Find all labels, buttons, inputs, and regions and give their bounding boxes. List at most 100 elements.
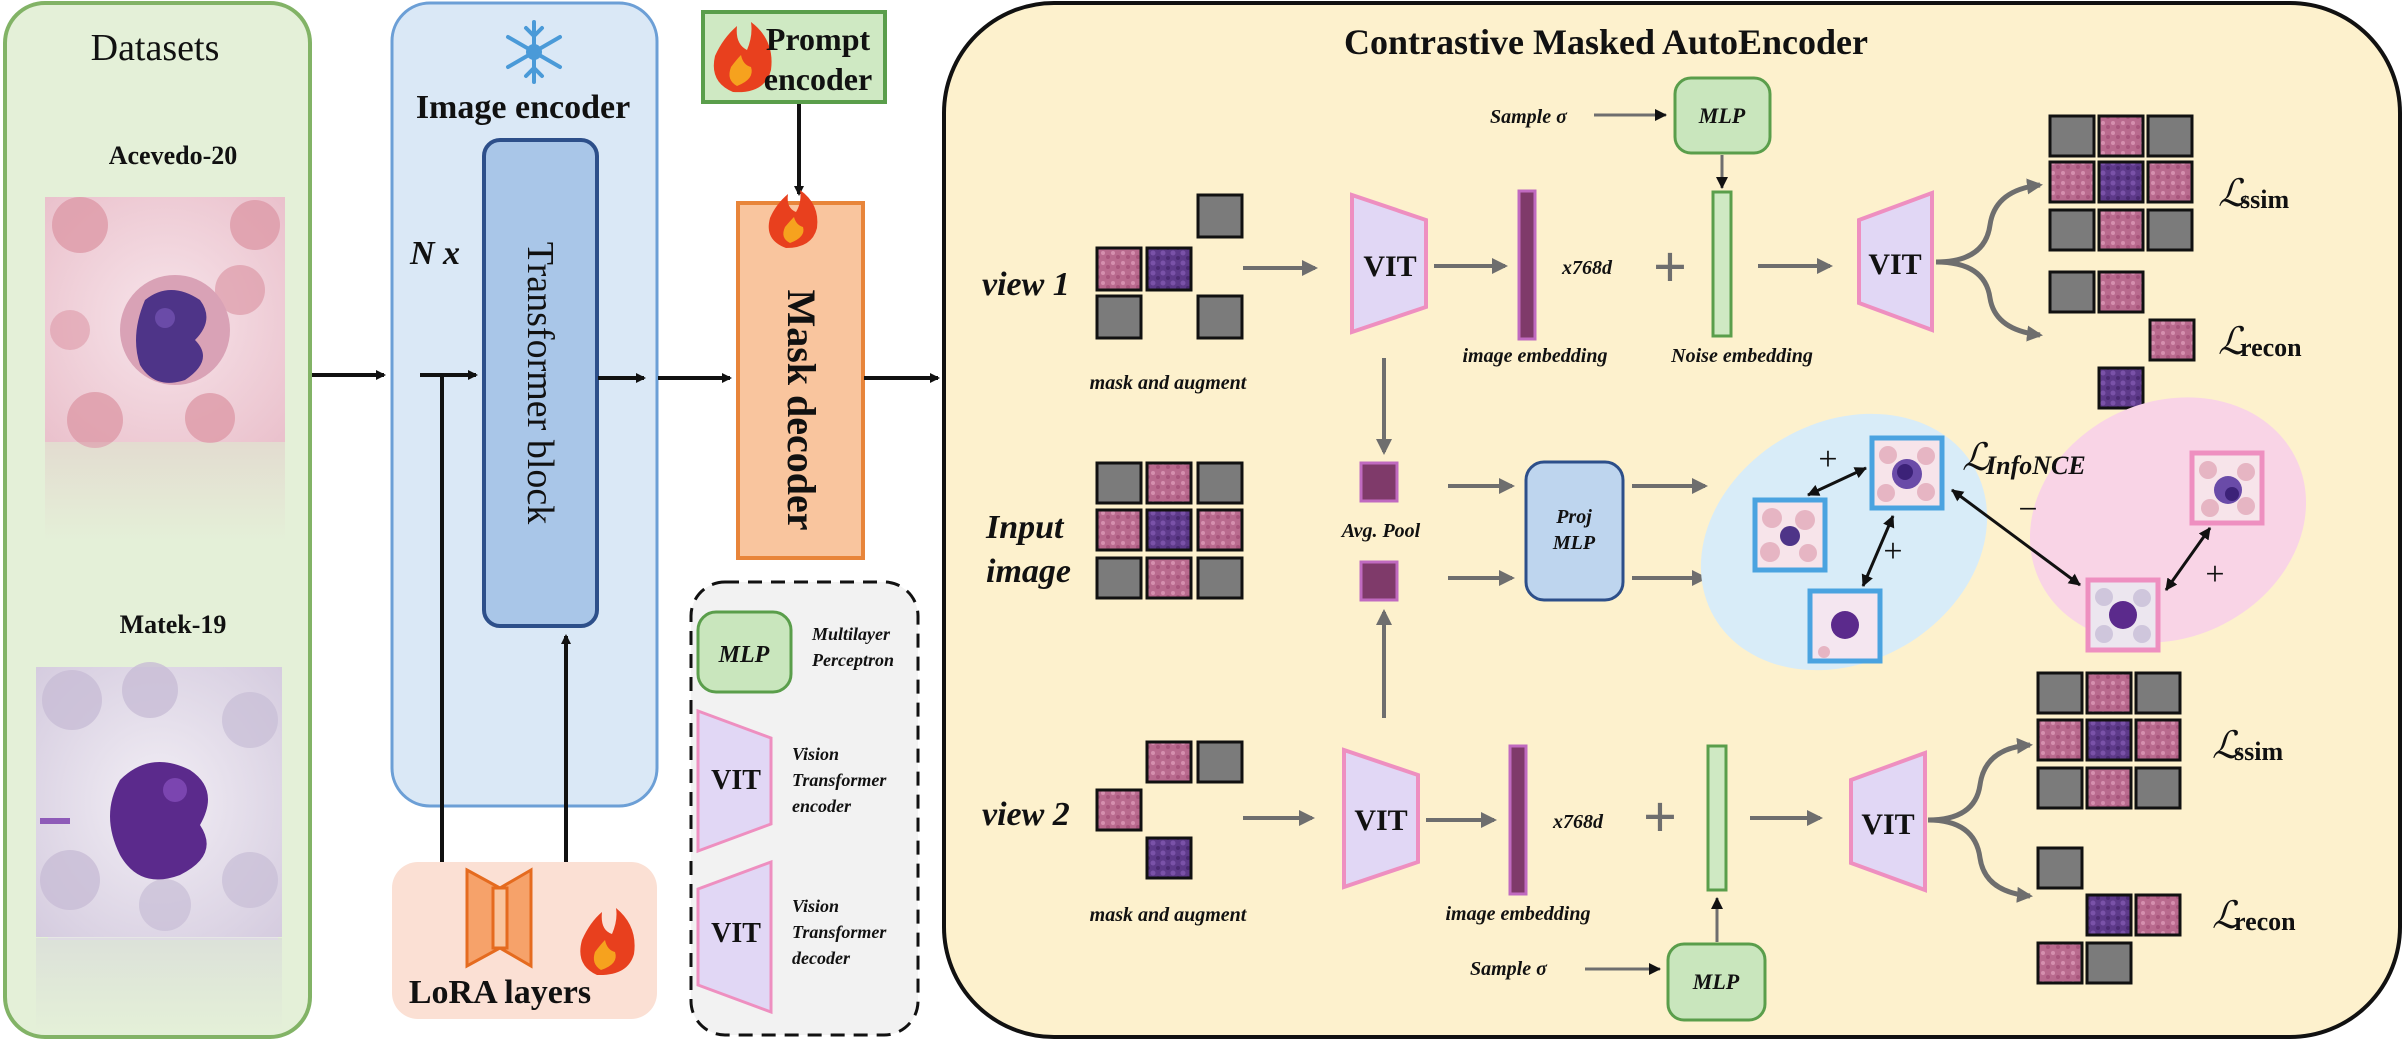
contrastive-cell-3 bbox=[1807, 588, 1883, 664]
loss-infonce: ℒ InfoNCE bbox=[1962, 435, 2086, 480]
image-encoder-title: Image encoder bbox=[416, 89, 630, 126]
view1-vit-decoder-label: VIT bbox=[1868, 248, 1921, 281]
mask-decoder-label: Mask decoder bbox=[779, 289, 824, 530]
view1-mlp-label: MLP bbox=[1698, 103, 1746, 128]
view1-vit-encoder bbox=[1350, 192, 1428, 335]
view2-sample-label: Sample σ bbox=[1470, 958, 1548, 980]
positive-arrow-2 bbox=[1861, 515, 1895, 587]
view1-mlp bbox=[1673, 76, 1772, 155]
datasets-title: Datasets bbox=[91, 27, 220, 69]
view2-image-embedding bbox=[1508, 744, 1528, 896]
repeat-label: N x bbox=[409, 235, 460, 272]
view1-masked-target bbox=[2048, 270, 2196, 410]
loss-recon-1: ℒ recon bbox=[2218, 319, 2302, 363]
legend-mlp-line1: Multilayer bbox=[811, 624, 891, 644]
contrastive-cell-2 bbox=[1869, 435, 1945, 511]
view2-dim-label: x768d bbox=[1552, 811, 1604, 833]
cmae-title: Contrastive Masked AutoEncoder bbox=[1344, 22, 1868, 62]
avg-pool-label: Avg. Pool bbox=[1340, 520, 1421, 542]
view2-image-embedding-label: image embedding bbox=[1446, 903, 1591, 925]
view2-vit-decoder-label: VIT bbox=[1861, 808, 1914, 841]
view1-vit-encoder-label: VIT bbox=[1363, 250, 1416, 283]
view1-label: view 1 bbox=[982, 266, 1070, 303]
flame-icon bbox=[768, 190, 818, 248]
loss-ssim-1-symbol: ℒ bbox=[2218, 171, 2247, 215]
loss-ssim-2-subscript: ssim bbox=[2234, 737, 2283, 766]
transformer-block-label: Transformer block bbox=[519, 242, 561, 525]
input-image-patch-grid bbox=[1095, 461, 1244, 600]
proj-mlp-line1: Proj bbox=[1555, 506, 1592, 528]
mask-decoder: Mask decoder bbox=[736, 190, 865, 560]
legend-vit-encoder-line2: Transformer bbox=[792, 770, 887, 790]
view1-mask-augment-label: mask and augment bbox=[1090, 372, 1248, 394]
lora-panel: LoRA layers bbox=[392, 862, 657, 1019]
prompt-encoder: Prompt encoder bbox=[701, 10, 887, 104]
flame-icon bbox=[580, 908, 635, 976]
negative-arrow bbox=[1951, 488, 2081, 587]
view1-image-embedding bbox=[1517, 189, 1537, 341]
view2-masked-target bbox=[2036, 846, 2182, 985]
view2-masked-patches bbox=[1095, 740, 1244, 880]
negative-sign: − bbox=[2018, 491, 2037, 528]
view2-label: view 2 bbox=[982, 796, 1070, 833]
legend-vit-encoder-line1: Vision bbox=[792, 744, 839, 764]
legend-vit-decoder-swatch bbox=[696, 859, 773, 1015]
loss-ssim-2: ℒ ssim bbox=[2212, 723, 2283, 767]
proj-mlp bbox=[1524, 460, 1625, 602]
loss-ssim-1-subscript: ssim bbox=[2240, 185, 2289, 214]
positive-arrow-1 bbox=[1807, 466, 1867, 497]
proj-mlp-line2: MLP bbox=[1552, 532, 1596, 554]
view1-vit-decoder bbox=[1857, 190, 1934, 333]
input-image-line1: Input bbox=[985, 509, 1065, 546]
acevedo-cell-image bbox=[45, 197, 285, 448]
loss-recon-1-symbol: ℒ bbox=[2218, 319, 2247, 363]
noise-embedding-label: Noise embedding bbox=[1670, 345, 1813, 367]
view2-vit-decoder bbox=[1849, 750, 1927, 893]
legend-mlp-box-label: MLP bbox=[718, 642, 770, 668]
arrow-to-ssim-1 bbox=[1935, 178, 2043, 265]
avgpool-token-1 bbox=[1359, 461, 1399, 503]
view2-mlp-label: MLP bbox=[1692, 969, 1740, 994]
loss-ssim-1: ℒ ssim bbox=[2218, 171, 2289, 215]
noise-embedding-bar bbox=[1711, 190, 1733, 338]
view1-reconstruction-grid bbox=[2048, 114, 2194, 252]
prompt-encoder-line1: Prompt bbox=[766, 21, 871, 57]
lora-bottleneck-icon bbox=[465, 867, 533, 969]
arrow-to-ssim-2 bbox=[1927, 737, 2033, 823]
view1-dim-label: x768d bbox=[1561, 257, 1613, 279]
legend-vit-decoder-box-label: VIT bbox=[711, 918, 761, 949]
legend-vit-decoder-line1: Vision bbox=[792, 896, 839, 916]
input-image-line2: image bbox=[986, 553, 1071, 590]
arrow-to-recon-1 bbox=[1935, 259, 2043, 342]
contrastive-cell-1 bbox=[1752, 497, 1828, 573]
dataset-acevedo-label: Acevedo-20 bbox=[109, 141, 238, 170]
avgpool-token-2 bbox=[1359, 560, 1399, 602]
contrastive-cell-negative-1 bbox=[2189, 450, 2265, 526]
legend-vit-decoder-line2: Transformer bbox=[792, 922, 887, 942]
loss-ssim-2-symbol: ℒ bbox=[2212, 723, 2241, 767]
loss-recon-2: ℒ recon bbox=[2212, 893, 2296, 937]
loss-recon-2-subscript: recon bbox=[2234, 907, 2296, 936]
view2-noise-embedding-bar bbox=[1706, 744, 1728, 892]
view1-plus: + bbox=[1653, 234, 1687, 300]
dataset-matek-label: Matek-19 bbox=[120, 610, 227, 639]
datasets-panel: Datasets Acevedo-20 Matek-19 bbox=[3, 1, 312, 1039]
view1-sample-label: Sample σ bbox=[1490, 106, 1568, 128]
legend-vit-encoder-box-label: VIT bbox=[711, 765, 761, 796]
snowflake-icon bbox=[506, 20, 562, 84]
legend-mlp-line2: Perceptron bbox=[811, 650, 894, 670]
view2-plus: + bbox=[1643, 784, 1677, 850]
legend-vit-decoder-line3: decoder bbox=[792, 948, 851, 968]
legend-mlp-swatch bbox=[696, 610, 793, 694]
flame-icon bbox=[713, 22, 772, 93]
view1-image-embedding-label: image embedding bbox=[1463, 345, 1608, 367]
contrastive-cell-negative-2 bbox=[2085, 577, 2161, 653]
loss-recon-1-subscript: recon bbox=[2240, 333, 2302, 362]
loss-infonce-subscript: InfoNCE bbox=[1985, 451, 2086, 480]
positive-arrow-3 bbox=[2164, 527, 2212, 591]
view2-mask-augment-label: mask and augment bbox=[1090, 904, 1248, 926]
loss-recon-2-symbol: ℒ bbox=[2212, 893, 2241, 937]
legend-vit-encoder-swatch bbox=[696, 708, 773, 854]
positive-sign-1: + bbox=[1818, 441, 1837, 478]
prompt-encoder-line2: encoder bbox=[764, 61, 872, 97]
